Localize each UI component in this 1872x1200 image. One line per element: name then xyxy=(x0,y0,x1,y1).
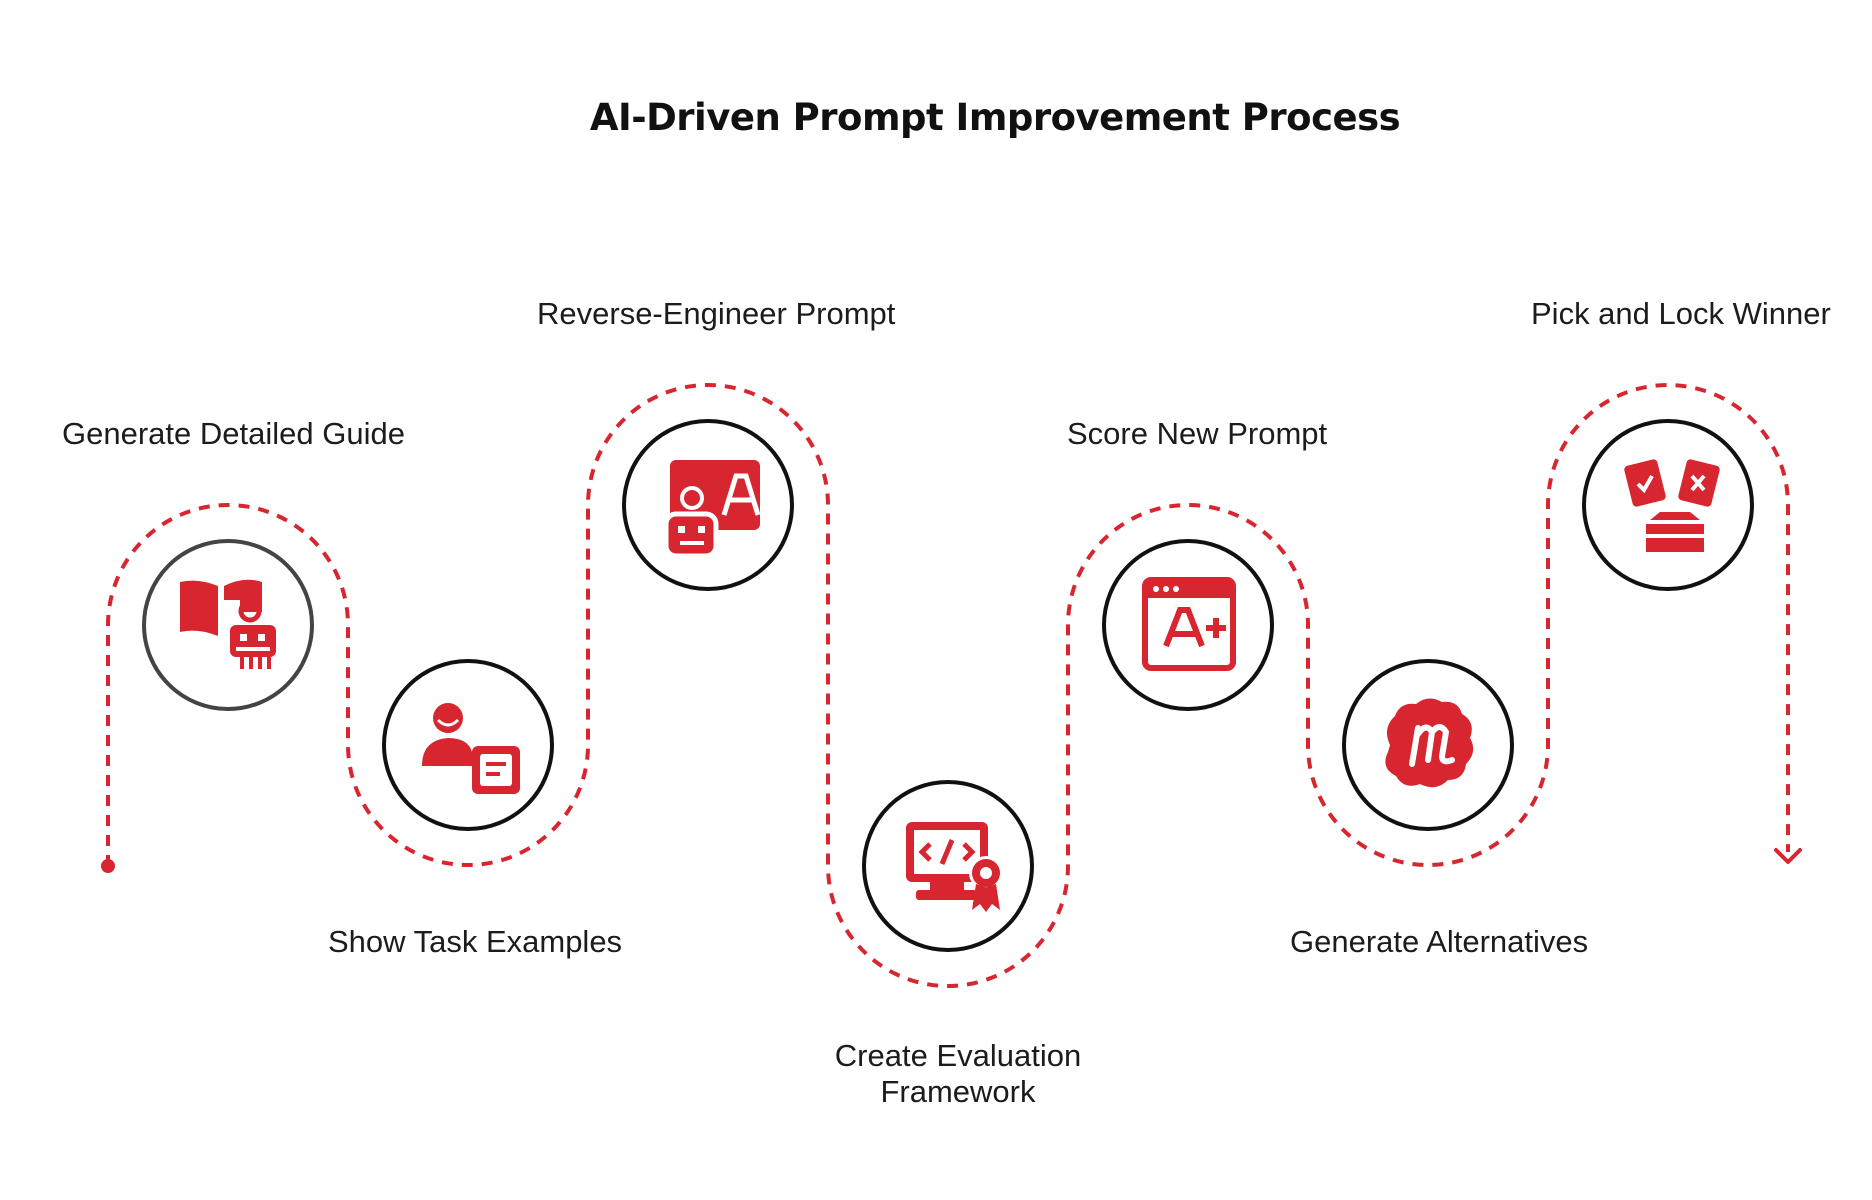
browser-a-plus-grade-icon xyxy=(1142,577,1236,671)
ballot-box-icon xyxy=(1624,459,1720,552)
step-circle-5 xyxy=(1102,539,1274,711)
step-label-7: Pick and Lock Winner xyxy=(1531,296,1831,331)
code-monitor-certificate-icon xyxy=(906,822,1003,912)
step-label-3: Reverse-Engineer Prompt xyxy=(537,296,896,331)
step-label-2: Show Task Examples xyxy=(328,924,623,959)
step-label-1: Generate Detailed Guide xyxy=(62,416,405,451)
step-label-6: Generate Alternatives xyxy=(1290,924,1589,959)
step-label-4: Create Evaluation Framework xyxy=(834,1038,1082,1109)
dashed-flow-path xyxy=(106,383,1790,988)
robot-letter-a-icon xyxy=(663,460,761,559)
step-circle-1 xyxy=(142,539,314,711)
path-end-arrow xyxy=(1774,848,1802,864)
path-start-dot xyxy=(101,859,115,873)
step-label-5: Score New Prompt xyxy=(1067,416,1328,451)
diagram-title: AI-Driven Prompt Improvement Process xyxy=(589,96,1401,139)
step-circle-7 xyxy=(1582,419,1754,591)
book-robot-icon xyxy=(180,579,276,669)
meetup-badge-icon xyxy=(1385,698,1474,788)
person-document-icon xyxy=(422,703,520,794)
